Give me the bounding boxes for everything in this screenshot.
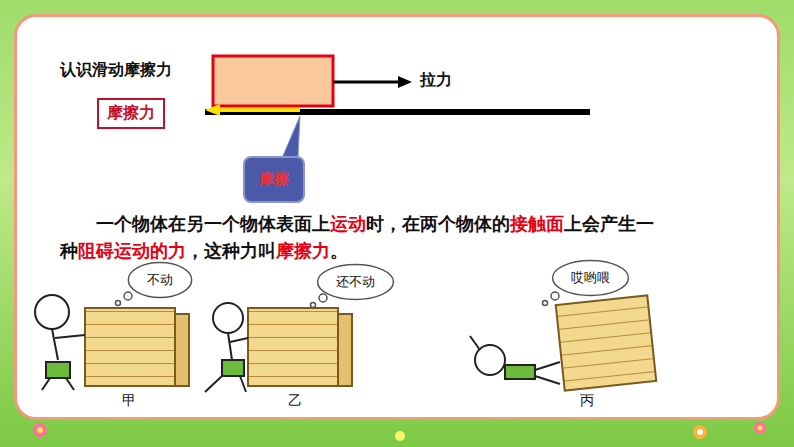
callout-box: 摩擦 — [243, 156, 305, 203]
thought-bubble: 哎哟喂 — [551, 259, 630, 297]
panel-caption: 乙 — [288, 392, 302, 410]
panel-caption: 甲 — [122, 392, 136, 410]
thought-bubble: 不动 — [127, 261, 193, 299]
label-box: 摩擦力 — [97, 98, 165, 129]
highlight-text: 摩擦力 — [276, 240, 330, 261]
node-text: 哎哟喂 — [571, 270, 610, 285]
paragraph-text: ，这种力叫 — [186, 240, 276, 261]
node-text: 还不动 — [336, 274, 375, 289]
panel-caption: 丙 — [580, 392, 594, 410]
paragraph-text: 一个物体在另一个物体表面上 — [96, 213, 330, 234]
node-text: 摩擦力 — [107, 103, 155, 122]
highlight-text: 阻碍运动的力 — [78, 240, 186, 261]
force-label: 拉力 — [420, 70, 452, 91]
definition-paragraph: 一个物体在另一个物体表面上运动时，在两个物体的接触面上会产生一种阻碍运动的力，这… — [60, 210, 660, 264]
slide-title: 认识滑动摩擦力 — [60, 60, 172, 81]
thought-bubble: 还不动 — [316, 263, 395, 301]
node-text: 不动 — [147, 272, 173, 287]
paragraph-text: 时，在两个物体的 — [366, 213, 510, 234]
highlight-text: 接触面 — [510, 213, 564, 234]
paragraph-text: 。 — [330, 240, 348, 261]
highlight-text: 运动 — [330, 213, 366, 234]
node-text: 摩擦 — [259, 170, 289, 188]
